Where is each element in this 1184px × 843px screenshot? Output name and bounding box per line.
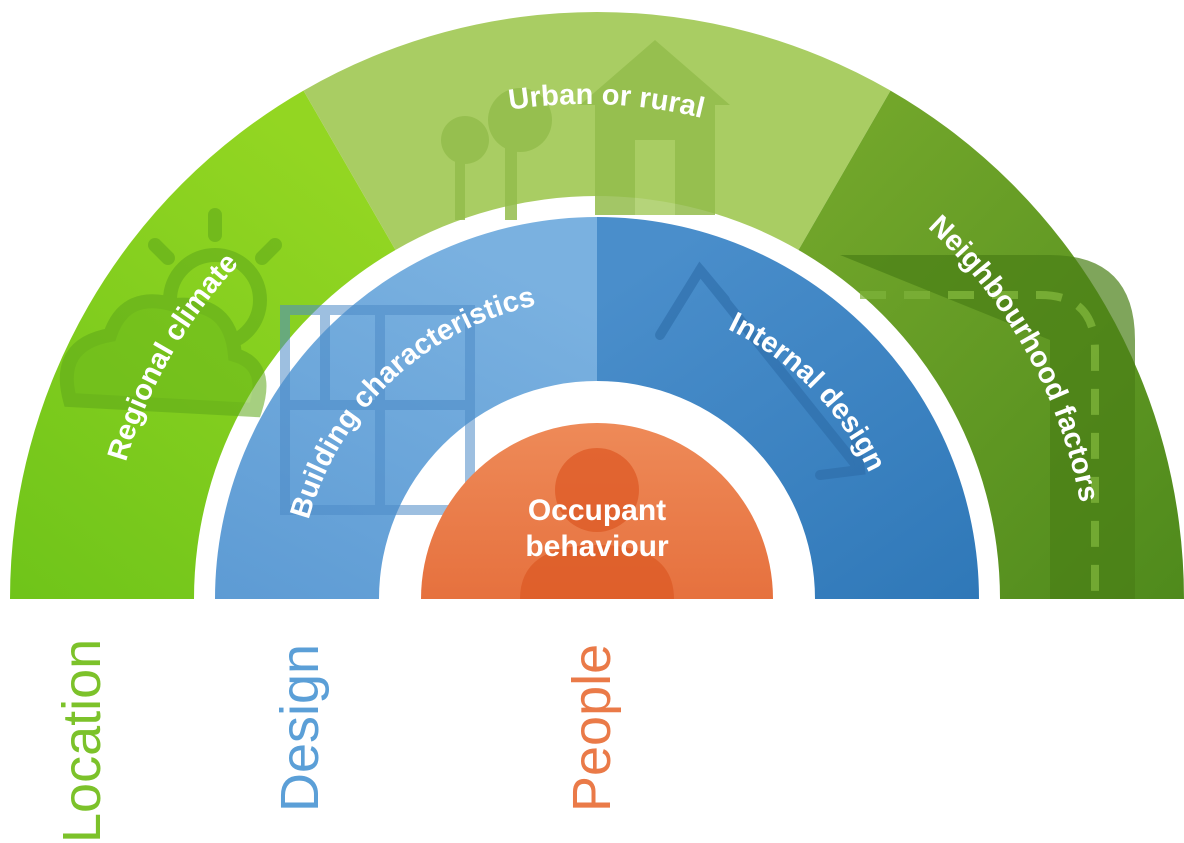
category-location: Location bbox=[52, 639, 112, 843]
road-icon bbox=[840, 255, 1135, 599]
house-tree-icon bbox=[441, 40, 730, 220]
outer-ring bbox=[9, 11, 1184, 599]
label-occupant: Occupant bbox=[528, 494, 666, 527]
floorplan-icon bbox=[280, 305, 475, 515]
center-core bbox=[421, 423, 773, 599]
sun-cloud-icon bbox=[59, 208, 282, 418]
dimension-arrow-icon bbox=[655, 261, 866, 480]
middle-ring bbox=[215, 217, 979, 599]
category-design: Design bbox=[270, 644, 330, 812]
segment-internal-design bbox=[597, 217, 979, 599]
category-people: People bbox=[562, 644, 622, 812]
person-icon bbox=[520, 448, 674, 599]
label-behaviour: behaviour bbox=[525, 530, 669, 563]
